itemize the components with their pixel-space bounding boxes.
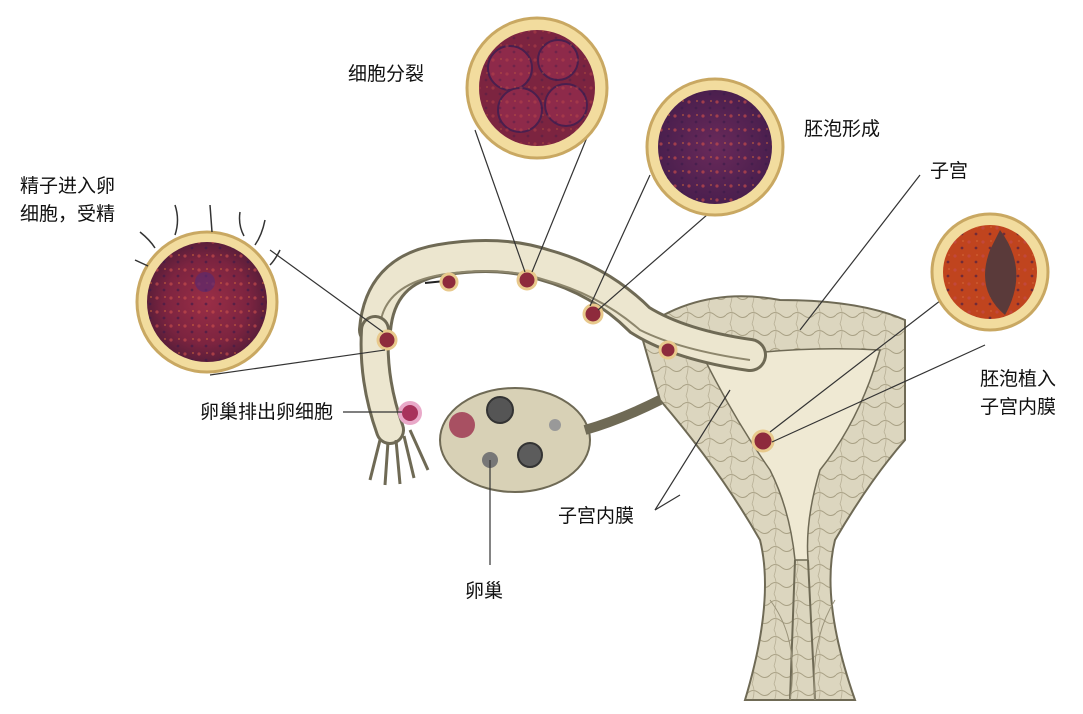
cell-division-cell <box>467 18 607 158</box>
blastocyst-cell <box>647 79 783 215</box>
ovary <box>400 388 660 492</box>
label-sperm-enters-egg: 精子进入卵 细胞，受精 <box>20 172 115 228</box>
label-uterus: 子宫 <box>930 157 968 185</box>
label-cell-division: 细胞分裂 <box>348 60 424 88</box>
label-line: 子宫内膜 <box>980 393 1056 421</box>
label-ovary-releases-egg: 卵巢排出卵细胞 <box>200 398 333 426</box>
label-endometrium: 子宫内膜 <box>558 502 634 530</box>
label-ovary: 卵巢 <box>465 577 503 605</box>
label-implantation: 胚泡植入 子宫内膜 <box>980 365 1056 421</box>
label-line: 胚泡植入 <box>980 365 1056 393</box>
implantation-cell <box>932 214 1048 330</box>
label-line: 精子进入卵 <box>20 172 115 200</box>
uterus <box>640 296 905 700</box>
fertilized-egg-cell <box>135 205 280 372</box>
label-line: 细胞，受精 <box>20 200 115 228</box>
label-blastocyst-formation: 胚泡形成 <box>804 115 880 143</box>
